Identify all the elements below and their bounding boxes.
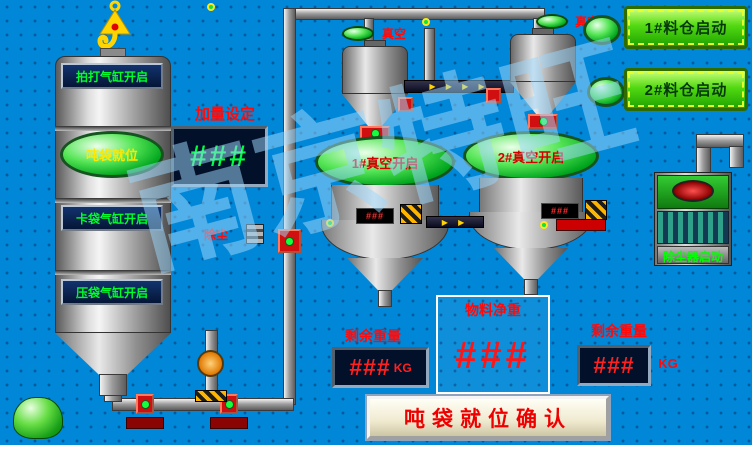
dust-elbow-top xyxy=(696,134,744,148)
vacuum-pipe-top xyxy=(283,8,545,20)
dust-collector-start-button[interactable]: 除尘器启动 xyxy=(648,249,738,264)
vessel-outlet xyxy=(99,374,127,396)
valve-status-dot xyxy=(285,236,294,246)
remaining-weight-right-display: ### xyxy=(577,345,651,386)
mixer1-vacuum-button[interactable]: 1#真空开启 xyxy=(315,136,455,188)
silo1-run-indicator xyxy=(583,15,621,45)
pat-cylinder-button[interactable]: 拍打气缸开启 xyxy=(61,63,163,89)
vibrator-icon xyxy=(585,200,607,220)
bag-ready-confirm-button[interactable]: 吨袋就位确认 xyxy=(367,396,609,439)
net-weight-title: 物料净重 xyxy=(465,302,521,318)
indicator-marker xyxy=(422,18,430,26)
mixer1-digit-value: ### xyxy=(365,211,385,221)
cyclone1-vacuum-indicator xyxy=(342,26,374,41)
silo1-start-button[interactable]: 1#料仓启动 xyxy=(624,6,748,49)
bag-ready-label: 吨袋就位 xyxy=(85,148,138,163)
mixer1-label: 1#真空开启 xyxy=(351,155,419,171)
indicator-marker xyxy=(540,221,548,229)
mixer2-digit-display: ### xyxy=(541,203,579,219)
pipe-valve xyxy=(278,229,301,253)
vessel-band xyxy=(55,270,171,275)
cyclone2-side-valve xyxy=(486,88,501,103)
filter-icon xyxy=(246,224,264,244)
conveying-pipe-vertical xyxy=(283,8,296,405)
cyclone1-body xyxy=(342,46,408,94)
mixer1-digit-display: ### xyxy=(356,208,394,224)
pat-cylinder-label: 拍打气缸开启 xyxy=(75,69,148,84)
silo2-run-indicator xyxy=(587,77,625,107)
mixer2-vacuum-button[interactable]: 2#真空开启 xyxy=(463,131,599,181)
hazard-stripe-base xyxy=(195,390,227,402)
dust-collector-label: 除尘器启动 xyxy=(662,250,723,264)
cyclone2-rotary-valve xyxy=(528,114,558,129)
dosing-setpoint-value: ### xyxy=(189,139,250,173)
net-weight-value: ### xyxy=(455,335,531,377)
clamp-cylinder-label: 卡袋气缸开启 xyxy=(75,211,148,226)
valve-status-dot xyxy=(140,399,150,409)
dust-fan-label: 除尘 xyxy=(203,228,228,242)
silo1-start-label: 1#料仓启动 xyxy=(644,20,728,37)
dust-elbow-right xyxy=(729,146,744,168)
remaining-weight-left-value: ### xyxy=(349,354,391,380)
vibrator-icon xyxy=(400,204,422,224)
mixer1-outlet xyxy=(378,290,392,307)
discharge-valve-1 xyxy=(136,394,154,414)
vessel-band xyxy=(55,198,171,203)
valve-status-dot xyxy=(538,117,548,126)
mixer2-outlet xyxy=(524,279,538,295)
remaining-weight-left-display: ### KG xyxy=(332,347,429,388)
silo2-start-button[interactable]: 2#料仓启动 xyxy=(624,68,748,111)
valve-label-plate xyxy=(126,417,164,429)
cyclone1-side-valve xyxy=(398,97,413,112)
remaining-weight-right-label: 剩余重量 xyxy=(591,322,647,339)
pipe-mid-vertical xyxy=(424,28,435,84)
bag-ready-indicator: 吨袋就位 xyxy=(60,131,164,178)
vibration-motor-icon xyxy=(197,350,224,377)
cyclone2-body xyxy=(510,34,576,82)
mixer2-cone xyxy=(494,248,568,281)
dust-collector-vent xyxy=(672,180,714,202)
flow-arrows-icon: ▶ ▶ ▶ ▶ xyxy=(429,82,489,91)
silo2-start-label: 2#料仓启动 xyxy=(644,82,728,99)
dosing-setpoint-display[interactable]: ### xyxy=(171,126,268,187)
dust-collector-filter-bags xyxy=(657,211,729,244)
clamp-cylinder-button[interactable]: 卡袋气缸开启 xyxy=(61,205,163,231)
buffer-tank xyxy=(13,397,63,439)
press-cylinder-button[interactable]: 压袋气缸开启 xyxy=(61,279,163,305)
vessel-band xyxy=(55,126,171,131)
press-cylinder-label: 压袋气缸开启 xyxy=(75,285,148,300)
crane-hook-icon xyxy=(97,0,131,49)
valve-label-plate xyxy=(210,417,248,429)
mixer2-label: 2#真空开启 xyxy=(497,149,565,165)
remaining-weight-left-label: 剩余重量 xyxy=(345,327,401,344)
conveying-pipe-arrows-2: ▶ ▶ xyxy=(426,216,484,228)
indicator-marker xyxy=(207,3,215,11)
valve-status-dot xyxy=(224,399,234,409)
bag-ready-confirm-label: 吨袋就位确认 xyxy=(404,407,572,431)
mixer2-digit-value: ### xyxy=(550,206,570,216)
vessel-cone xyxy=(55,333,171,376)
remaining-weight-right-unit: KG xyxy=(658,356,678,371)
net-weight-panel: 物料净重 ### xyxy=(436,295,550,394)
dosing-title: 加量设定 xyxy=(194,105,255,123)
mixer1-cone xyxy=(347,258,423,292)
dust-collector-base xyxy=(657,246,729,264)
indicator-marker xyxy=(326,219,334,227)
cyclone2-cone xyxy=(510,82,576,116)
remaining-weight-right-value: ### xyxy=(593,352,635,378)
cyclone1-vacuum-label: 真空 xyxy=(381,26,406,41)
mixer2-label-plate xyxy=(556,219,606,231)
remaining-weight-left-unit: KG xyxy=(393,360,412,375)
flow-arrows-icon: ▶ ▶ xyxy=(441,217,469,227)
cyclone2-vacuum-indicator xyxy=(536,14,568,29)
